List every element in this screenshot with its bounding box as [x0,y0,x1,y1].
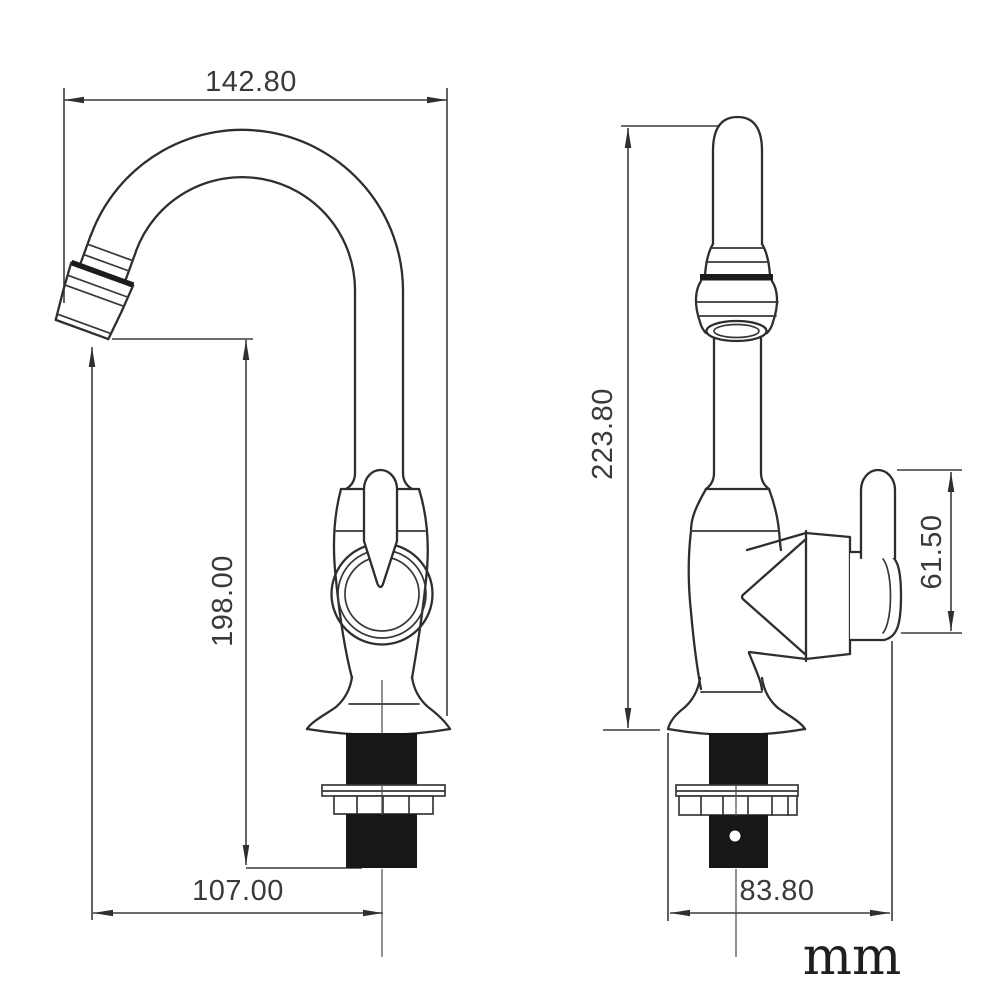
side-shank-hole-dot [729,830,741,842]
nozzle-collar-outline [54,261,135,341]
side-view [666,115,903,957]
spout-inner-arc [134,176,357,292]
nozzle-band-1 [86,243,134,262]
spout-span-label: 142.80 [205,66,297,98]
nozzle-outlet-face [54,318,110,341]
aerator-barrel-left [694,279,708,335]
handle-height-label: 61.50 [916,514,948,589]
nozzle-collar-band [70,259,135,288]
side-body-left-outline [687,487,708,691]
handle-lever-front [362,468,399,589]
total-height-label: 223.80 [587,388,619,480]
nozzle-tube-right-edge [124,250,138,281]
side-shank-thread-lower [709,815,768,868]
side-body-right-lower [747,651,764,692]
nozzle-collar-line-1 [67,274,129,298]
pipe-dome-top [711,115,764,246]
side-pipe-left [704,336,716,491]
shank-thread-upper [346,733,417,785]
valve-cone-top [745,531,808,552]
aerator-outlet-inner [713,323,760,339]
handle-knob-inner-arc [882,558,892,634]
side-base-flare-right [760,676,807,731]
spout-outer-arc [89,128,405,292]
side-shank-nut [678,795,798,816]
shank-thread-lower [346,814,417,868]
side-shank-thread-upper [709,733,768,785]
riser-pipe-left [344,288,357,491]
valve-cone-bottom [747,650,808,661]
nozzle-collar-line-2 [64,284,125,308]
body-left-outline [332,487,354,680]
aerator-collar-band [700,274,773,281]
front-view [54,128,452,957]
aerator-taper-left [703,242,715,277]
handle-knob-cap [848,550,903,642]
dimension-annotations [63,88,962,921]
riser-pipe-right [401,288,414,491]
nozzle-band-2 [82,253,130,272]
body-right-outline [410,487,429,680]
base-flare-right [410,675,452,731]
aerator-barrel-right [765,279,779,335]
nozzle-face-line [56,313,112,335]
dimension-labels: 142.80 198.00 107.00 223.80 61.50 83.80 … [192,66,948,987]
base-depth-label: 83.80 [739,875,814,907]
spout-nozzle [54,233,138,341]
valve-cone-chevron [740,537,808,657]
side-pipe-right [759,336,771,491]
base-flare-left [305,675,354,731]
aerator-taper-right [760,242,772,277]
valve-cylinder-outline [804,531,852,661]
nozzle-tube-left-edge [79,233,93,265]
handle-lever-side [859,468,897,560]
outlet-reach-label: 107.00 [192,875,284,907]
outlet-height-label: 198.00 [207,555,239,647]
side-base-flare-left [666,676,702,731]
unit-label: mm [803,927,902,987]
